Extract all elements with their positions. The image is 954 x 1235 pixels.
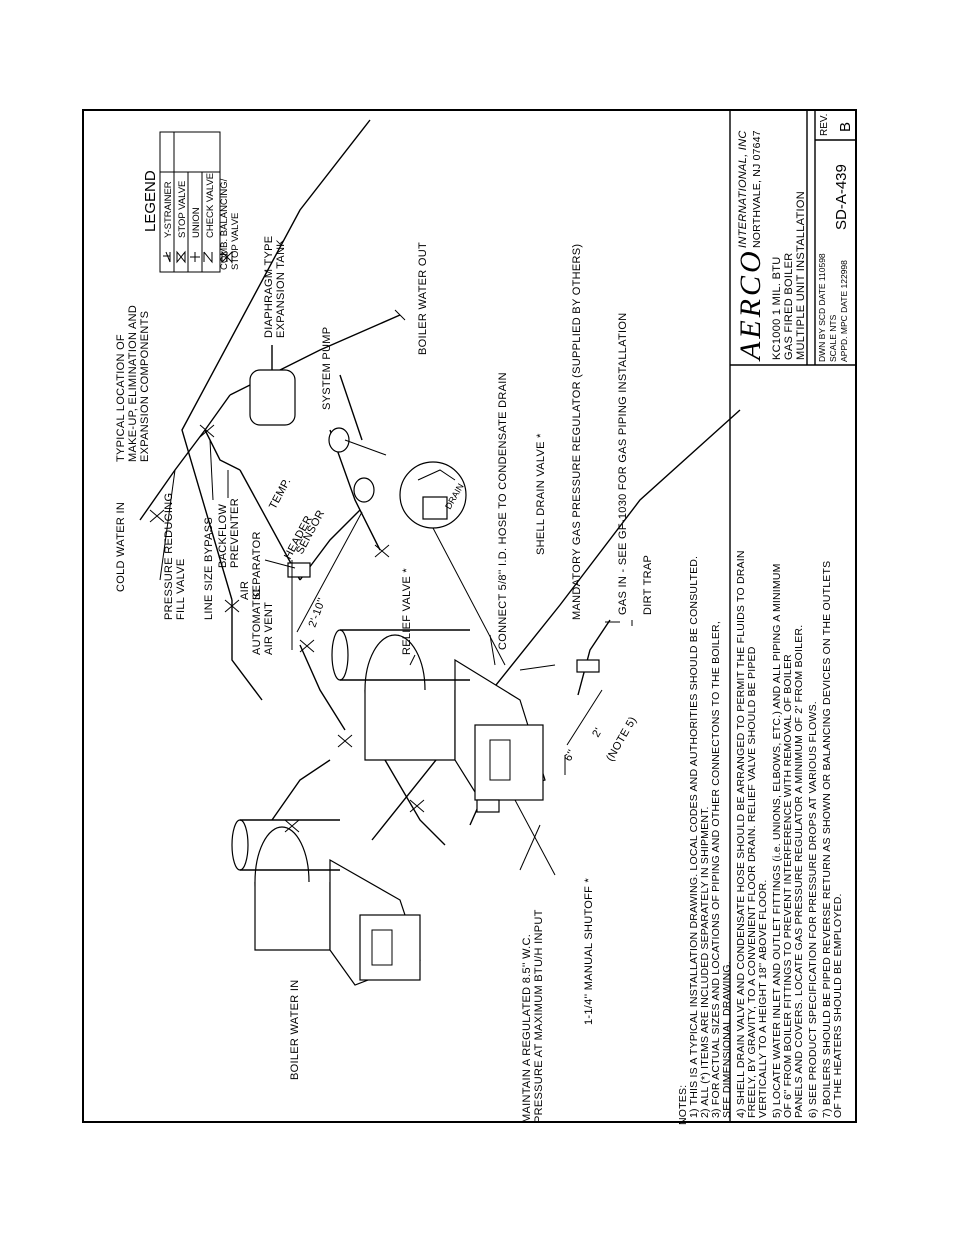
return-header-pipe: [181, 119, 371, 601]
label-air-vent: AIR VENT: [263, 602, 275, 655]
note-line-3: 3) FOR ACTUAL SIZES AND LOCATIONS OF PIP…: [710, 621, 722, 1118]
note-line-7: VERTICALLY TO A HEIGHT 18'' ABOVE FLOOR.: [757, 880, 769, 1118]
legend: LEGEND Y-STRAINER STOP VALVE UNION CHECK…: [142, 131, 241, 273]
legend-item-y-strainer: Y-STRAINER: [163, 181, 174, 238]
label-temp: TEMP.: [267, 476, 293, 511]
legend-item-stop-valve: STOP VALVE: [177, 181, 188, 238]
label-expansion-tank: EXPANSION TANK: [275, 239, 287, 338]
left-boiler: [231, 819, 421, 986]
check-valve-icon: [203, 251, 213, 264]
label-boiler-water-in: BOILER WATER IN: [289, 980, 301, 1080]
note-line-12: 7) BOILERS SHOULD BE PIPED REVERSE RETUR…: [821, 561, 833, 1118]
note-line-4: SEE DIMENSIONAL DRAWING.: [721, 961, 733, 1118]
system-pump-2: [353, 477, 375, 503]
label-dim-6: 6'': [562, 748, 578, 764]
note-line-10: PANELS AND COVERS. LOCATE GAS PRESSURE R…: [793, 625, 805, 1118]
note-line-6: FREELY, BY GRAVITY, TO A CONVENIENT FLOO…: [746, 646, 758, 1118]
label-expansion-components: EXPANSION COMPONENTS: [139, 311, 151, 462]
drawing-border: [82, 109, 857, 1123]
legend-item-comb-stop-valve: STOP VALVE: [230, 213, 241, 270]
drain-detail: [399, 461, 506, 666]
scale: SCALE NTS: [828, 314, 838, 362]
label-air: AIR: [239, 581, 251, 600]
gas-regulator-right: [576, 659, 600, 673]
label-typical-location: TYPICAL LOCATION OF: [115, 334, 127, 462]
note-line-9: OF 6'' FROM BOILER FITTINGS TO PREVENT I…: [782, 654, 794, 1118]
dimension-lines: [291, 560, 603, 775]
label-dim-2: 2': [590, 726, 605, 740]
notes: NOTES: 1) THIS IS A TYPICAL INSTALLATION…: [677, 550, 844, 1125]
label-manual-shutoff: 1-1/4'' MANUAL SHUTOFF *: [583, 877, 595, 1025]
stop-valve-icon: [176, 250, 186, 264]
legend-item-union: UNION: [191, 207, 202, 238]
legend-title: LEGEND: [142, 170, 159, 232]
union-icon: [190, 252, 200, 262]
drawing-title-line-1: KC1000 1 MIL. BTU: [771, 256, 783, 360]
revision-letter: B: [837, 122, 854, 132]
notes-title: NOTES:: [677, 1085, 689, 1125]
gas-regulator-left: [476, 799, 500, 813]
balancing-valve-icon: [221, 250, 233, 264]
air-separator: [287, 562, 311, 578]
expansion-tank: [249, 345, 296, 426]
note-line-13: OF THE HEATERS SHOULD BE EMPLOYED.: [832, 893, 844, 1118]
leader-lines: [159, 439, 633, 876]
label-gas-in: GAS IN - SEE GF-1030 FOR GAS PIPING INST…: [617, 312, 629, 615]
label-boiler-water-out: BOILER WATER OUT: [417, 242, 429, 355]
note-line-1: 1) THIS IS A TYPICAL INSTALLATION DRAWIN…: [688, 556, 700, 1118]
company-logo: AERCO: [734, 248, 767, 362]
label-pressure-reducing: PRESSURE REDUCING: [163, 493, 175, 620]
label-mandatory-regulator: MANDATORY GAS PRESSURE REGULATOR (SUPPLI…: [571, 244, 583, 620]
label-separator: SEPARATOR: [251, 531, 263, 600]
cold-water-makeup-pipe: [139, 394, 231, 521]
system-pump-1: [328, 427, 350, 453]
note-line-2: 2) ALL (*) ITEMS ARE INCLUDED SEPARATELY…: [699, 806, 711, 1118]
piping-diagram: [139, 119, 741, 986]
drawing-title-line-3: MULTIPLE UNIT INSTALLATION: [795, 191, 807, 360]
note-line-11: 6) SEE PRODUCT SPECIFICATION FOR PRESSUR…: [807, 701, 819, 1118]
drawing-number: SD-A-439: [833, 164, 850, 230]
label-automatic: AUTOMATIC: [251, 589, 263, 655]
label-maintain-pressure: PRESSURE AT MAXIMUM BTU/H INPUT: [533, 909, 545, 1123]
valve-symbols: [149, 309, 425, 833]
title-block: AERCO INTERNATIONAL, INC NORTHVALE, NJ 0…: [729, 110, 856, 1122]
legend-item-check-valve: CHECK VALVE: [205, 173, 216, 238]
label-make-up: MAKE-UP, ELIMINATION AND: [127, 305, 139, 462]
label-dirt-trap: DIRT TRAP: [642, 555, 654, 615]
company-city: NORTHVALE, NJ 07647: [751, 130, 763, 248]
note-line-8: 5) LOCATE WATER INLET AND OUTLET FITTING…: [771, 563, 783, 1118]
label-shell-drain: SHELL DRAIN VALVE *: [535, 433, 547, 555]
right-boiler: [331, 629, 546, 801]
label-dim-2-10: 2'-10'': [307, 596, 329, 629]
legend-item-comb-balancing: COMB. BALANCING/: [219, 178, 230, 270]
label-cold-water-in: COLD WATER IN: [115, 502, 127, 592]
revision-label: REV.: [819, 114, 830, 136]
y-strainer-icon: [163, 251, 171, 263]
label-system-pump: SYSTEM PUMP: [321, 327, 333, 410]
note-line-5: 4) SHELL DRAIN VALVE AND CONDENSATE HOSE…: [735, 550, 747, 1118]
company-subtitle: INTERNATIONAL, INC: [737, 130, 749, 248]
label-maintain-regulated: MAINTAIN A REGULATED 8.5'' W.C.: [521, 934, 533, 1123]
label-note5: (NOTE 5): [604, 715, 639, 764]
label-relief-valve: RELIEF VALVE *: [401, 568, 413, 655]
label-preventer: PREVENTER: [229, 498, 241, 568]
label-backflow: BACKFLOW: [217, 504, 229, 568]
label-line-size-bypass: LINE SIZE BYPASS: [203, 517, 215, 620]
label-connect-hose: CONNECT 5/8'' I.D. HOSE TO CONDENSATE DR…: [497, 372, 509, 650]
approved-by: APPD. MPC DATE 122998: [839, 260, 849, 362]
label-fill-valve: FILL VALVE: [175, 559, 187, 621]
drawn-by: DWN BY SCD DATE 110598: [817, 253, 827, 362]
label-diaphragm-type: DIAPHRAGM TYPE: [263, 236, 275, 338]
drawing-title-line-2: GAS FIRED BOILER: [783, 253, 795, 361]
